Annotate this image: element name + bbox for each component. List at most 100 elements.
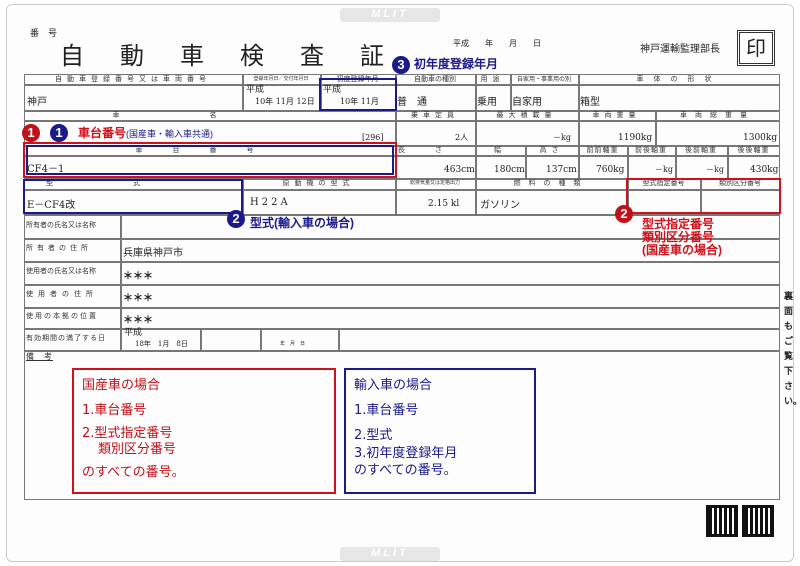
divider (24, 284, 780, 286)
label-car-name: 車名 (112, 111, 307, 119)
divider (260, 328, 262, 350)
label-base-location: 使用の本拠の位置 (26, 312, 98, 320)
issue-date: 平成 年 月 日 (453, 39, 541, 48)
divider (525, 145, 527, 178)
value-gross-weight: 1300kg (743, 133, 778, 143)
value-rf-axle: －kg (706, 165, 724, 174)
import-box-title: 輸入車の場合 (354, 378, 433, 393)
chassis-note-title: 車台番号 (78, 126, 127, 140)
divider (24, 350, 780, 352)
value-ff-axle: 760kg (596, 165, 625, 175)
divider (200, 328, 202, 350)
badge-3-blue: 3 (392, 56, 410, 74)
value-fuel: ガソリン (480, 200, 520, 211)
chassis-note: 車台番号(国産車・輸入車共通) (78, 126, 213, 141)
badge-2-blue: 2 (227, 210, 245, 228)
value-length: 463cm (444, 165, 475, 175)
value-width: 180cm (494, 165, 525, 175)
label-gross-weight: 車両総重量 (680, 111, 755, 119)
import-item: のすべての番号。 (354, 463, 457, 479)
value-expiry: 18年 1月 8日 (135, 340, 188, 348)
value-owner-address: 兵庫県神戸市 (123, 248, 183, 259)
label-body-shape: 車体の形状 (636, 75, 722, 83)
import-item: 1.車台番号 (354, 402, 419, 418)
value-model: E－CF4改 (27, 200, 76, 211)
domestic-car-box: 国産車の場合 1.車台番号 2.型式指定番号 類別区分番号 のすべての番号。 (72, 368, 336, 494)
qr-code (742, 505, 774, 537)
first-reg-highlight-blue (319, 78, 397, 111)
divider (675, 145, 677, 178)
value-max-load: －kg (553, 133, 571, 142)
divider (24, 120, 780, 122)
label-max-load: 最大積載量 (496, 111, 557, 119)
badge-2-red: 2 (615, 205, 633, 223)
chassis-highlight-blue (26, 145, 394, 175)
see-reverse-note: 裏面もご覧下さい。 (784, 292, 800, 407)
label-expiry: 有効期間の満了する日 (26, 334, 106, 342)
label-remarks: 備 考 (26, 352, 53, 361)
value-expiry-era: 平成 (124, 328, 143, 338)
label-reg-no: 自動車登録番号又は車両番号 (55, 75, 211, 83)
label-weight: 車両重量 (592, 111, 641, 119)
label-rr-axle: 後後軸重 (737, 146, 770, 154)
official-seal: 印 (737, 30, 775, 66)
label-height: 高さ (539, 146, 564, 154)
badge-1-blue: 1 (50, 124, 68, 142)
value-first-reg-era: 平成 (323, 85, 342, 95)
label-user-address: 使用者の住所 (26, 290, 98, 298)
value-base-location: ＊＊＊ (123, 315, 153, 326)
label-length: 長さ (398, 146, 472, 154)
value-private-business: 自家用 (512, 97, 542, 108)
value-reg-no: 神戸 (27, 97, 47, 108)
domestic-item: 2.型式指定番号 (82, 425, 173, 441)
note-line: 型式指定番号 (642, 217, 715, 231)
label-capacity: 乗車定員 (411, 111, 459, 119)
divider (24, 84, 780, 86)
divider (510, 74, 512, 110)
note-line: 類別区分番号 (642, 230, 715, 244)
domestic-item: 1.車台番号 (82, 402, 147, 418)
label-width: 幅 (494, 146, 506, 154)
watermark-bottom: MLIT (340, 547, 440, 561)
value-fr-axle: －kg (655, 165, 673, 174)
first-reg-note: 初年度登録年月 (414, 57, 499, 71)
value-first-reg: 10年 11月 (340, 97, 379, 106)
import-item: 3.初年度登録年月 (354, 446, 458, 462)
number-label: 番 号 (30, 29, 58, 39)
label-kind: 自動車の種別 (414, 75, 456, 83)
label-reg-date: 登録年月日／交付年月日 (253, 76, 309, 82)
label-owner-name: 所有者の氏名又は名称 (26, 221, 96, 229)
value-body-shape: 箱型 (580, 97, 600, 108)
label-displacement: 総排気量又は定格出力 (409, 180, 460, 186)
label-engine-model: 原動機の型式 (282, 179, 355, 187)
label-ff-axle: 前前軸重 (586, 146, 619, 154)
domestic-designation-note: 型式指定番号 類別区分番号 (国産車の場合) (642, 218, 722, 257)
chassis-highlight-red (23, 142, 397, 178)
divider (338, 328, 340, 350)
badge-1-red: 1 (22, 124, 40, 142)
value-kind: 普 通 (397, 97, 427, 108)
label-owner-address: 所有者の住所 (26, 244, 92, 252)
chassis-note-sub: (国産車・輸入車共通) (126, 129, 214, 139)
value-height: 137cm (546, 165, 577, 175)
value-capacity: 2人 (455, 133, 469, 142)
note-line: (国産車の場合) (642, 243, 722, 257)
divider (655, 110, 657, 145)
label-private-business: 自家用・事業用の別 (516, 76, 571, 83)
label-use: 用途 (480, 75, 505, 83)
watermark-top: MLIT (340, 8, 440, 22)
certificate-page (6, 4, 794, 562)
value-displacement: 2.15 kl (428, 199, 460, 209)
value-chassis-no: CF4－1 (27, 164, 65, 175)
model-highlight-blue (23, 179, 243, 214)
label-user-name: 使用者の氏名又は名称 (26, 267, 96, 275)
value-reg-date-era: 平成 (246, 85, 265, 95)
import-item: 2.型式 (354, 427, 393, 443)
label-model-designation: 型式指定番号 (642, 179, 685, 187)
label-fuel: 燃料の種類 (513, 179, 589, 187)
divider (24, 307, 780, 309)
value-weight: 1190kg (618, 133, 653, 143)
value-user-address: ＊＊＊ (123, 293, 153, 304)
value-reg-date: 10年 11月 12日 (255, 97, 315, 106)
divider (727, 145, 729, 178)
